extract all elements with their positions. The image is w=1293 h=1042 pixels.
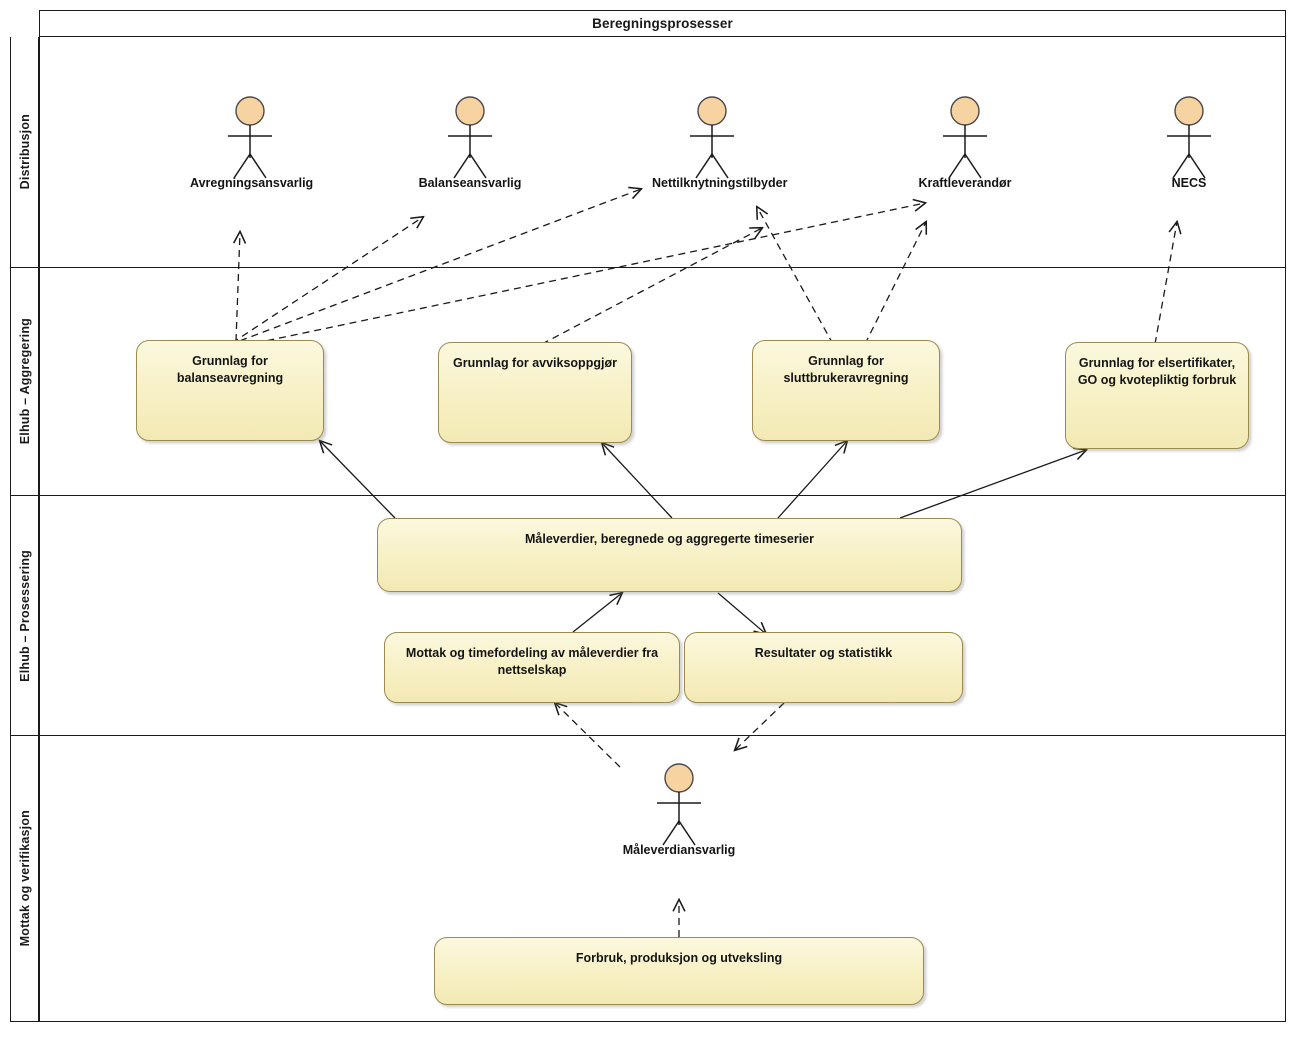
lane-header-mottak: Mottak og verifikasjon bbox=[10, 736, 39, 1022]
stick-figure-icon bbox=[410, 96, 530, 180]
lane-header-distribusjon: Distribusjon bbox=[10, 37, 39, 268]
actor-label: Måleverdiansvarlig bbox=[622, 843, 736, 857]
actor-necs[interactable]: NECS bbox=[1129, 96, 1249, 190]
actor-label: Kraftleverandør bbox=[918, 176, 1012, 190]
actor-avregningsansvarlig[interactable]: Avregningsansvarlig bbox=[190, 96, 314, 190]
lane-header-aggregering: Elhub – Aggregering bbox=[10, 268, 39, 496]
node-label: Resultater og statistikk bbox=[754, 646, 893, 660]
node-grunnlag-balanseavregning[interactable]: Grunnlag for balanseavregning bbox=[136, 340, 324, 441]
stick-figure-icon bbox=[905, 96, 1025, 180]
stick-figure-icon bbox=[652, 96, 772, 180]
stick-figure-icon bbox=[1129, 96, 1249, 180]
node-label: Mottak og timefordeling av måleverdier f… bbox=[405, 646, 659, 677]
actor-label: Nettilknytningstilbyder bbox=[652, 176, 788, 190]
node-label: Grunnlag for sluttbrukeravregning bbox=[783, 354, 909, 385]
node-forbruk-produksjon[interactable]: Forbruk, produksjon og utveksling bbox=[434, 937, 924, 1005]
lane-body-prosessering bbox=[39, 496, 1286, 736]
actor-maleverdiansvarlig[interactable]: Måleverdiansvarlig bbox=[619, 763, 739, 857]
actor-balanseansvarlig[interactable]: Balanseansvarlig bbox=[410, 96, 530, 190]
node-label: Forbruk, produksjon og utveksling bbox=[575, 951, 783, 965]
actor-label: Balanseansvarlig bbox=[418, 176, 522, 190]
node-maleverdier-timeserier[interactable]: Måleverdier, beregnede og aggregerte tim… bbox=[377, 518, 962, 592]
actor-nettilknytningstilbyder[interactable]: Nettilknytningstilbyder bbox=[652, 96, 788, 190]
stick-figure-icon bbox=[190, 96, 310, 180]
lane-label-mottak: Mottak og verifikasjon bbox=[17, 810, 32, 947]
diagram-title-band: Beregningsprosesser bbox=[39, 10, 1286, 37]
node-label: Grunnlag for balanseavregning bbox=[176, 354, 284, 385]
stick-figure-icon bbox=[619, 763, 739, 847]
node-mottak-timefordeling[interactable]: Mottak og timefordeling av måleverdier f… bbox=[384, 632, 680, 703]
lane-label-prosessering: Elhub – Prosessering bbox=[17, 549, 32, 682]
node-grunnlag-sluttbrukeravregning[interactable]: Grunnlag for sluttbrukeravregning bbox=[752, 340, 940, 441]
lane-header-prosessering: Elhub – Prosessering bbox=[10, 496, 39, 736]
lane-body-mottak bbox=[39, 736, 1286, 1022]
lane-label-distribusjon: Distribusjon bbox=[17, 114, 32, 190]
node-label: Måleverdier, beregnede og aggregerte tim… bbox=[524, 532, 814, 546]
node-label: Grunnlag for avviksoppgjør bbox=[453, 356, 617, 370]
actor-label: Avregningsansvarlig bbox=[190, 176, 314, 190]
node-label: Grunnlag for elsertifikater, GO og kvote… bbox=[1077, 356, 1237, 387]
lane-label-aggregering: Elhub – Aggregering bbox=[17, 318, 32, 445]
node-resultater-statistikk[interactable]: Resultater og statistikk bbox=[684, 632, 963, 703]
actor-label: NECS bbox=[1171, 176, 1207, 190]
page-title: Beregningsprosesser bbox=[592, 16, 733, 31]
actor-kraftleverandor[interactable]: Kraftleverandør bbox=[905, 96, 1025, 190]
node-grunnlag-elsertifikater[interactable]: Grunnlag for elsertifikater, GO og kvote… bbox=[1065, 342, 1249, 449]
node-grunnlag-avviksoppgjor[interactable]: Grunnlag for avviksoppgjør bbox=[438, 342, 632, 443]
